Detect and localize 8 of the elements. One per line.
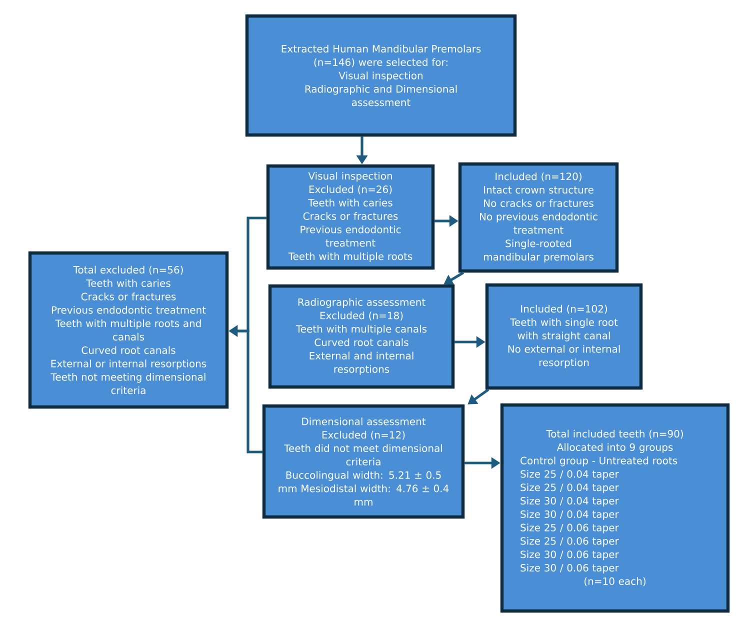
process-box: Extracted Human Mandibular Premolars (n=146) were selected for: Visual inspection Radiographic and Dimensional assessment bbox=[245, 14, 517, 137]
process-box: Total excluded (n=56) Teeth with caries Cracks or fractures Previous endodontic treatment Teeth with multiple roots and canals Curved root canals External or internal resorptions Teeth not meeting dimensional criteria bbox=[28, 251, 229, 409]
process-box: Visual inspection Excluded (n=26) Teeth with caries Cracks or fractures Previous endodontic treatment Teeth with multiple roots bbox=[266, 164, 435, 270]
process-box: Dimensional assessment Excluded (n=12) Teeth did not meet dimensional criteria Buccolingual width: 5.21 ± 0.5 mm Mesiodistal width: 4.76 ± 0.4 mm bbox=[262, 404, 465, 519]
process-box: Radiographic assessment Excluded (n=18) Teeth with multiple canals Curved root canals External and internal resorptions bbox=[268, 284, 455, 389]
process-box: Total included teeth (n=90) Allocated into 9 groups Control group - Untreated roots Size 25 / 0.04 taper Size 25 / 0.04 taper Size 30 / 0.04 taper Size 30 / 0.04 taper Size 25 / 0.06 taper Size 25 / 0.06 taper Size 30 / 0.06 taper Size 30 / 0.06 taper (n=10 each) bbox=[500, 403, 730, 613]
process-box: Included (n=102) Teeth with single root with straight canal No external or internal resorption bbox=[485, 283, 643, 390]
process-box: Included (n=120) Intact crown structure No cracks or fractures No previous endodontic treatment Single-rooted mandibular premolars bbox=[458, 162, 619, 273]
